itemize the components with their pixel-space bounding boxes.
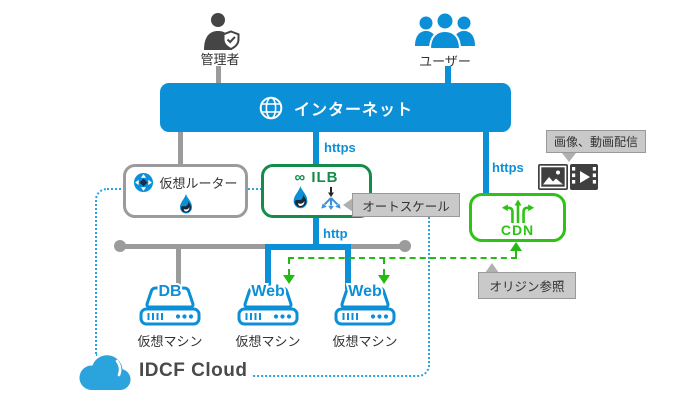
web2-drop-line — [345, 244, 351, 289]
cdn-traffic-icon — [501, 199, 534, 223]
media-tooltip-arrow — [562, 153, 576, 162]
cdn-box: CDN — [469, 193, 566, 242]
origin-path-drop1 — [288, 258, 290, 275]
origin-path-riser — [515, 250, 517, 258]
virtual-router-label: 仮想ルーター — [159, 176, 238, 191]
vm-label: 仮想マシン — [137, 334, 203, 349]
origin-arrow-web1 — [283, 275, 295, 284]
autoscale-tooltip-arrow — [343, 198, 353, 212]
origin-arrow-cdn — [510, 242, 522, 251]
internet-bar: インターネット — [160, 83, 511, 132]
firewall-flame-icon — [293, 186, 307, 209]
globe-icon — [259, 96, 283, 119]
origin-path-horizontal — [288, 257, 517, 259]
cdn-label: CDN — [500, 222, 535, 238]
internet-label: インターネット — [293, 101, 413, 119]
server-type-label: Web — [348, 283, 382, 300]
idcf-cloud-icon — [79, 355, 131, 390]
internet-cdn-line — [483, 132, 489, 193]
infinity-icon: ∞ — [294, 169, 307, 186]
server-icon: DB — [139, 282, 201, 326]
autoscale-icon — [320, 186, 341, 210]
virtual-router-box: 仮想ルーター — [123, 164, 248, 218]
bus-endpoint-right — [399, 240, 411, 252]
admin-internet-line — [216, 66, 221, 83]
ilb-label: ILB — [311, 169, 339, 186]
http-label: http — [323, 226, 348, 241]
vm-label: 仮想マシン — [332, 334, 398, 349]
router-icon — [134, 172, 154, 193]
server-icon: Web — [237, 282, 299, 326]
cloud-boundary-bottom-right — [252, 214, 430, 377]
origin-path-drop2 — [383, 258, 385, 275]
web-bus — [265, 244, 351, 250]
ilb-title: ∞ ILB — [294, 169, 338, 186]
internet-router-line — [178, 132, 183, 165]
db-drop-line — [176, 244, 181, 288]
server-icon: Web — [334, 282, 396, 326]
admin-label: 管理者 — [200, 52, 240, 67]
bus-endpoint-left — [114, 240, 126, 252]
users-internet-line — [445, 66, 451, 83]
image-icon — [538, 164, 568, 190]
ilb-bus-line — [313, 218, 319, 249]
internet-ilb-line — [313, 132, 319, 165]
origin-tooltip: オリジン参照 — [478, 272, 576, 299]
media-tooltip: 画像、動画配信 — [546, 130, 646, 153]
network-bus — [120, 244, 406, 249]
users-icon — [415, 12, 475, 50]
web1-drop-line — [265, 244, 271, 289]
web-server-1: Web 仮想マシン — [226, 282, 310, 350]
web-server-2: Web 仮想マシン — [323, 282, 407, 350]
users-label: ユーザー — [419, 54, 471, 69]
cloud-boundary-top-mid — [248, 188, 262, 190]
server-type-label: Web — [251, 283, 285, 300]
admin-icon — [204, 13, 240, 50]
firewall-flame-icon — [179, 194, 192, 214]
video-icon — [570, 164, 598, 190]
server-type-label: DB — [158, 283, 181, 300]
brand-label: IDCF Cloud — [139, 360, 248, 381]
cloud-boundary-top-left — [95, 188, 125, 356]
db-server: DB 仮想マシン — [128, 282, 212, 350]
origin-arrow-web2 — [378, 275, 390, 284]
origin-tooltip-arrow — [485, 263, 499, 273]
autoscale-tooltip: オートスケール — [352, 193, 460, 217]
https-ilb-label: https — [324, 140, 356, 155]
vm-label: 仮想マシン — [235, 334, 301, 349]
https-cdn-label: https — [492, 160, 524, 175]
